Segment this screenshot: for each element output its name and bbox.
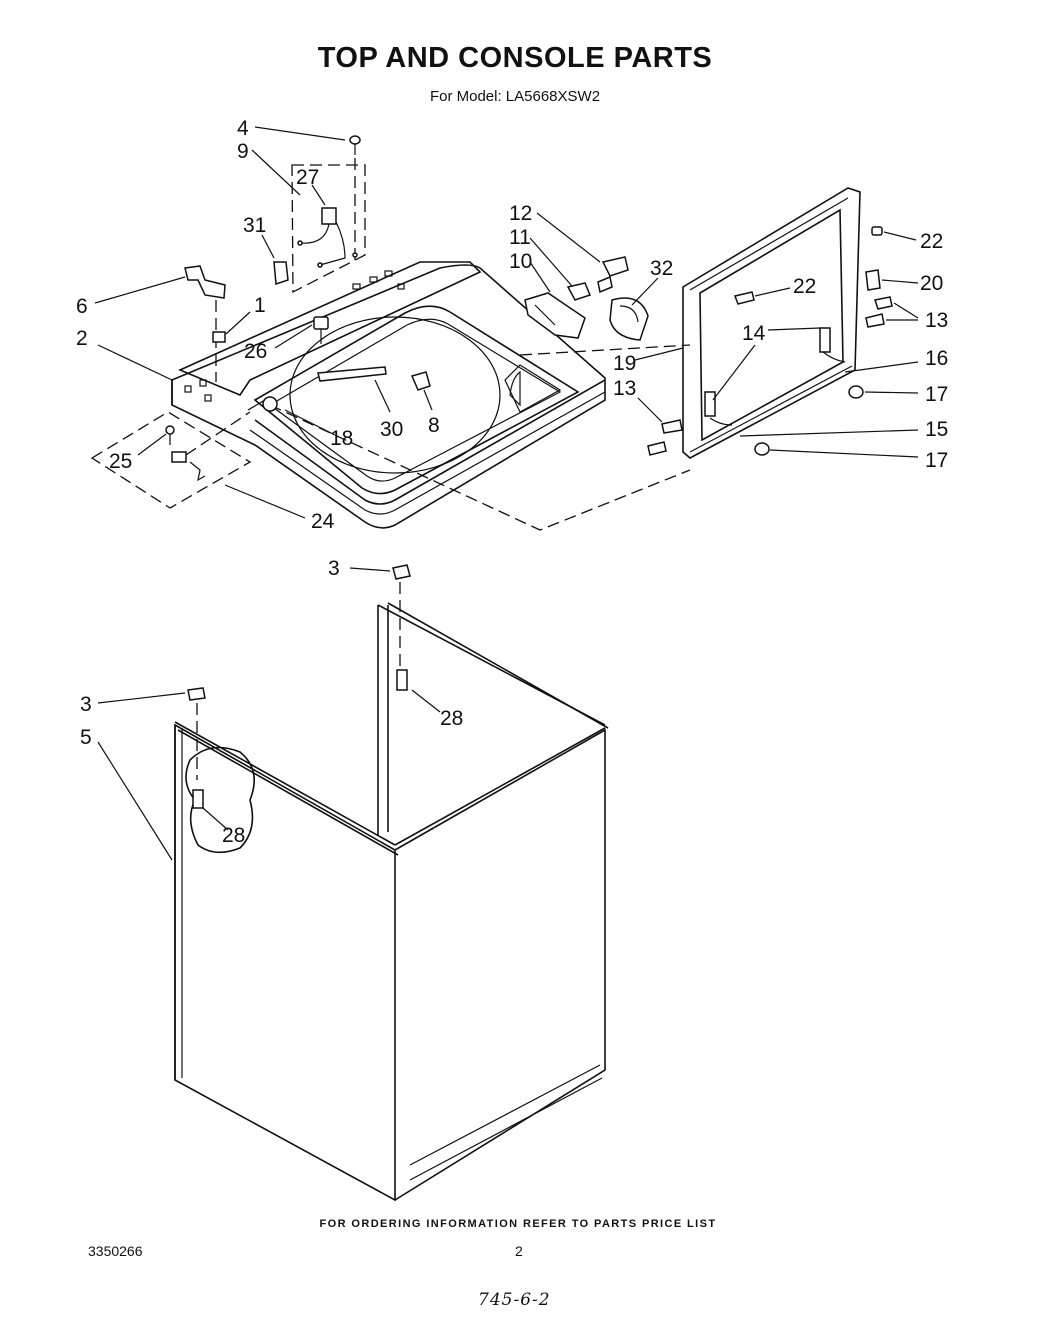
page-title: TOP AND CONSOLE PARTS bbox=[317, 42, 713, 74]
bumper-part-17 bbox=[754, 385, 864, 456]
callout-26: 26 bbox=[244, 340, 267, 363]
cup-part-32 bbox=[609, 297, 649, 341]
clip-part-11 bbox=[566, 282, 592, 301]
callout-5: 5 bbox=[80, 726, 92, 749]
screw-part-13-right bbox=[865, 296, 893, 328]
callout-25: 25 bbox=[109, 450, 132, 473]
callout-9: 9 bbox=[237, 140, 249, 163]
page-number: 2 bbox=[515, 1243, 523, 1259]
callout-14: 14 bbox=[742, 322, 766, 345]
callout-11: 11 bbox=[509, 226, 531, 249]
callout-17-bottom: 17 bbox=[925, 449, 948, 472]
callout-3-left: 3 bbox=[80, 693, 92, 716]
callout-labels: 4 9 27 31 6 1 2 26 25 18 30 8 24 12 11 1… bbox=[76, 117, 948, 847]
screw-part-28 bbox=[192, 669, 408, 809]
switch-box-part-24 bbox=[90, 411, 252, 509]
switch-part-12 bbox=[597, 256, 629, 294]
clip-part-31 bbox=[273, 261, 289, 286]
callout-28-top: 28 bbox=[440, 707, 463, 730]
harness-box-part-9 bbox=[291, 164, 366, 294]
hinge-part-18 bbox=[247, 396, 278, 412]
callout-10: 10 bbox=[509, 250, 532, 273]
document-number: 3350266 bbox=[88, 1243, 143, 1259]
callout-32: 32 bbox=[650, 257, 673, 280]
model-subtitle: For Model: LA5668XSW2 bbox=[429, 88, 601, 105]
callout-22-mid: 22 bbox=[793, 275, 816, 298]
assembly-line bbox=[519, 344, 691, 356]
callout-19: 19 bbox=[613, 352, 636, 375]
callout-13-left: 13 bbox=[613, 377, 636, 400]
callout-22-top: 22 bbox=[920, 230, 943, 253]
callout-3-top: 3 bbox=[328, 557, 340, 580]
nut-part-1 bbox=[212, 331, 226, 343]
callout-27: 27 bbox=[296, 166, 319, 189]
callout-28-left: 28 bbox=[222, 824, 245, 847]
handwritten-note: 745-6-2 bbox=[478, 1290, 551, 1310]
leader-lines bbox=[94, 126, 919, 861]
bumper-part-22 bbox=[733, 226, 883, 305]
callout-13-right: 13 bbox=[925, 309, 948, 332]
callout-8: 8 bbox=[428, 414, 440, 437]
clip-part-20 bbox=[865, 269, 881, 291]
callout-17-top: 17 bbox=[925, 383, 948, 406]
callout-12: 12 bbox=[509, 202, 532, 225]
callout-31: 31 bbox=[243, 214, 266, 237]
ordering-note: FOR ORDERING INFORMATION REFER TO PARTS … bbox=[319, 1218, 717, 1230]
assembly-line bbox=[269, 404, 691, 531]
callout-18: 18 bbox=[330, 427, 353, 450]
switch-part-8 bbox=[410, 371, 431, 391]
screw-part-13-left bbox=[647, 419, 683, 456]
clip-part-26 bbox=[313, 316, 329, 344]
callout-20: 20 bbox=[920, 272, 943, 295]
rod-part-30 bbox=[317, 366, 387, 382]
callout-15: 15 bbox=[925, 418, 948, 441]
bracket-part-10 bbox=[524, 292, 586, 339]
callout-1: 1 bbox=[254, 294, 266, 317]
washer-cabinet bbox=[174, 602, 609, 1202]
callout-30: 30 bbox=[380, 418, 403, 441]
washer-lid bbox=[682, 187, 861, 459]
callout-16: 16 bbox=[925, 347, 948, 370]
callout-6: 6 bbox=[76, 295, 88, 318]
callout-4: 4 bbox=[237, 117, 249, 140]
screw-part-4 bbox=[349, 135, 361, 260]
washer-top-panel bbox=[171, 261, 606, 529]
callout-24: 24 bbox=[311, 510, 335, 533]
callout-2: 2 bbox=[76, 327, 88, 350]
cap-part-3 bbox=[187, 564, 411, 780]
